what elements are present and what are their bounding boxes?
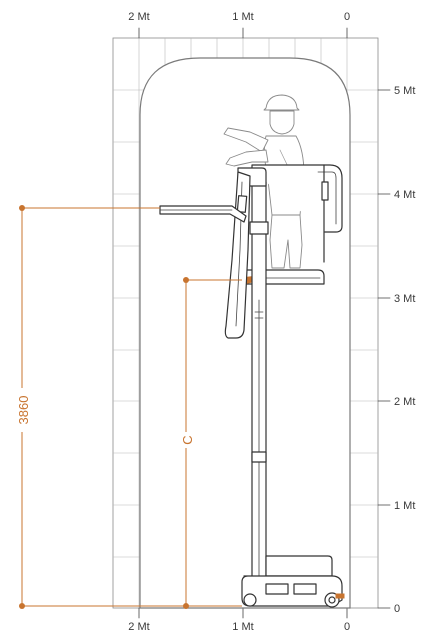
panel-button (236, 195, 248, 213)
control-panel (224, 171, 251, 339)
platform-dim-bottom-dot (183, 603, 189, 609)
right-label-2m: 2 Mt (394, 396, 415, 408)
bottom-label-0: 0 (344, 621, 350, 633)
operator-arm-lower (225, 149, 269, 167)
bottom-label-2m: 2 Mt (128, 621, 149, 633)
platform-dim-top-dot (183, 277, 189, 283)
right-label-3m: 3 Mt (394, 293, 415, 305)
right-label-4m: 4 Mt (394, 189, 415, 201)
railing-latch (321, 181, 329, 201)
base-panel-left (265, 583, 289, 595)
base-cowling (265, 555, 333, 577)
operator-figure (223, 94, 305, 269)
height-label-group: 3860 (16, 388, 32, 432)
right-axis-labels: 5 Mt 4 Mt 3 Mt 2 Mt 1 Mt 0 (394, 85, 415, 615)
inner-railing (317, 171, 337, 225)
front-railing (251, 164, 343, 233)
rear-wheel (243, 593, 257, 607)
height-dim-top-dot (19, 205, 25, 211)
base-accent-icon (335, 593, 345, 599)
axis-ticks (138, 27, 391, 619)
height-dimension-label: 3860 (16, 396, 31, 425)
front-wheel-hub (328, 596, 336, 604)
hard-hat (263, 94, 300, 111)
right-label-1m: 1 Mt (394, 500, 415, 512)
base-panel-right (293, 583, 317, 595)
operator-head (269, 110, 295, 135)
top-label-2m: 2 Mt (128, 11, 149, 23)
height-label-bg (18, 388, 32, 432)
bottom-axis-labels: 2 Mt 1 Mt 0 (128, 621, 350, 633)
platform-label-group: C (180, 432, 196, 448)
bottom-label-1m: 1 Mt (232, 621, 253, 633)
mast-collar (249, 221, 269, 235)
lift-base (241, 555, 345, 608)
lift-mast (159, 167, 269, 603)
platform-height-label: C (180, 435, 195, 444)
height-dim-bottom-dot (19, 603, 25, 609)
mast-joint (251, 451, 267, 463)
platform-label-bg (182, 432, 196, 448)
right-label-5m: 5 Mt (394, 85, 415, 97)
top-label-0: 0 (344, 11, 350, 23)
top-axis-labels: 2 Mt 1 Mt 0 (128, 11, 350, 23)
right-label-0: 0 (394, 603, 400, 615)
top-label-1m: 1 Mt (232, 11, 253, 23)
operator-legs (269, 214, 303, 269)
